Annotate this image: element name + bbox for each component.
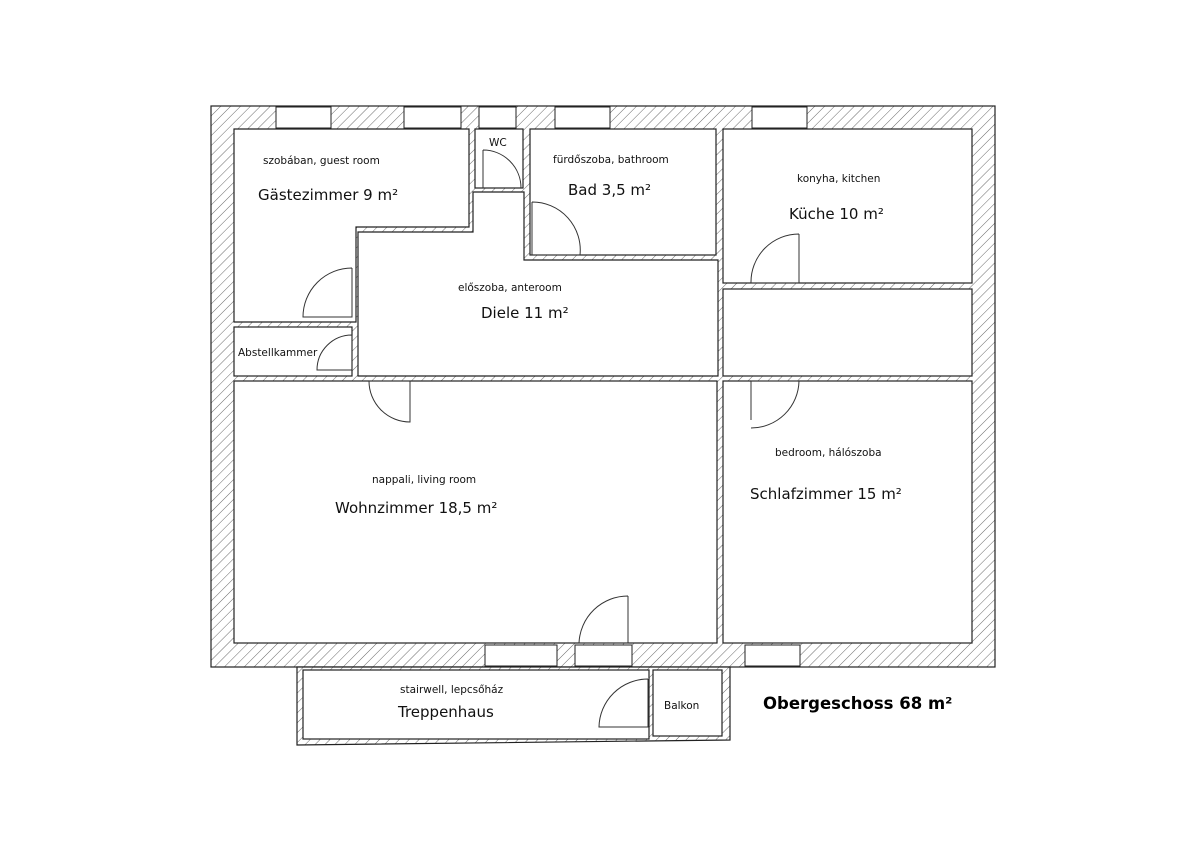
living-name-label: Wohnzimmer 18,5 m² <box>335 499 497 517</box>
door-guest <box>302 267 353 318</box>
room-living <box>233 380 718 644</box>
room-kitchen <box>722 128 973 284</box>
windows <box>275 106 808 667</box>
bath-name-label: Bad 3,5 m² <box>568 181 651 199</box>
guest-sub-label: szobában, guest room <box>263 155 380 167</box>
door-wc <box>482 149 522 189</box>
stairs-sub-label: stairwell, lepcsőház <box>400 684 504 696</box>
floor-title: Obergeschoss 68 m² <box>763 694 952 713</box>
room-hall <box>357 191 719 377</box>
kitchen-sub-label: konyha, kitchen <box>797 173 880 185</box>
bedroom-name-label: Schlafzimmer 15 m² <box>750 485 902 503</box>
kitchen-name-label: Küche 10 m² <box>789 205 884 223</box>
storage-label: Abstellkammer <box>238 347 318 359</box>
door-storage <box>316 334 353 371</box>
room-balcony <box>652 669 723 737</box>
door-bath <box>531 201 581 256</box>
room-stairwell <box>302 669 650 740</box>
door-entrance <box>578 595 629 644</box>
stairs-name-label: Treppenhaus <box>397 703 494 721</box>
room-bedroom <box>722 380 973 644</box>
room-corridor <box>722 288 973 377</box>
door-bedroom <box>750 380 800 429</box>
balcony-label: Balkon <box>664 700 699 712</box>
bedroom-sub-label: bedroom, hálószoba <box>775 447 882 459</box>
bath-sub-label: fürdőszoba, bathroom <box>553 154 669 166</box>
hall-sub-label: előszoba, anteroom <box>458 282 562 294</box>
wc-label: WC <box>489 137 507 149</box>
door-kitchen <box>750 233 800 284</box>
door-living <box>368 380 411 423</box>
room-guest <box>233 128 470 323</box>
doors <box>302 149 800 728</box>
room-bath <box>529 128 717 256</box>
hall-name-label: Diele 11 m² <box>481 304 569 322</box>
door-stairwell <box>598 678 649 728</box>
guest-name-label: Gästezimmer 9 m² <box>258 186 398 204</box>
living-sub-label: nappali, living room <box>372 474 476 486</box>
